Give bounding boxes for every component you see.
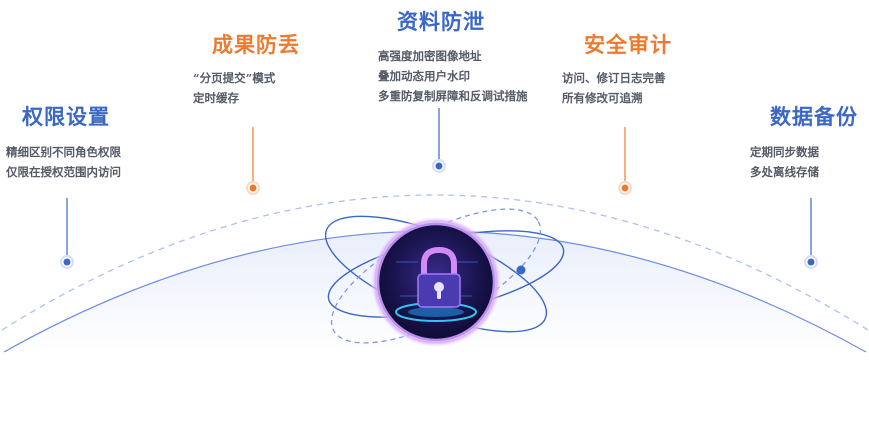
feature-title-leak: 资料防泄 [397,9,485,34]
feature-line: 所有修改可追溯 [562,91,643,105]
feature-line: 访问、修订日志完善 [562,71,666,85]
dashed-arc [1,194,869,331]
feature-line: 多重防复制屏障和反调试措施 [378,89,528,103]
feature-line: 叠加动态用户水印 [378,69,470,83]
feature-title-permission: 权限设置 [22,104,110,129]
feature-title-audit: 安全审计 [584,32,672,57]
feature-title-backup: 数据备份 [770,104,858,129]
feature-outcome: 成果防丢 [212,29,300,59]
padlock-icon [417,246,461,308]
feature-line: 仅限在授权范围内访问 [6,165,121,179]
feature-audit-desc: 访问、修订日志完善 所有修改可追溯 [562,68,666,108]
feature-line: “分页提交”模式 [193,71,276,85]
feature-line: 精细区别不同角色权限 [6,145,121,159]
feature-backup: 数据备份 [770,101,858,131]
feature-permission: 权限设置 [22,101,110,131]
feature-line: 高强度加密图像地址 [378,49,482,63]
feature-outcome-desc: “分页提交”模式 定时缓存 [193,68,275,108]
node-dot-backup [804,255,818,269]
feature-line: 定时缓存 [193,91,239,105]
node-dot-audit [618,181,632,195]
feature-leak-desc: 高强度加密图像地址 叠加动态用户水印 多重防复制屏障和反调试措施 [378,46,528,106]
feature-backup-desc: 定期同步数据 多处离线存储 [750,142,819,182]
feature-audit: 安全审计 [584,29,672,59]
node-dot-outcome [246,181,260,195]
node-dot-leak [432,159,446,173]
feature-line: 多处离线存储 [750,165,819,179]
feature-permission-desc: 精细区别不同角色权限 仅限在授权范围内访问 [6,142,121,182]
node-dot-permission [60,255,74,269]
feature-title-outcome: 成果防丢 [212,32,300,57]
feature-leak: 资料防泄 [397,6,485,36]
feature-line: 定期同步数据 [750,145,819,159]
